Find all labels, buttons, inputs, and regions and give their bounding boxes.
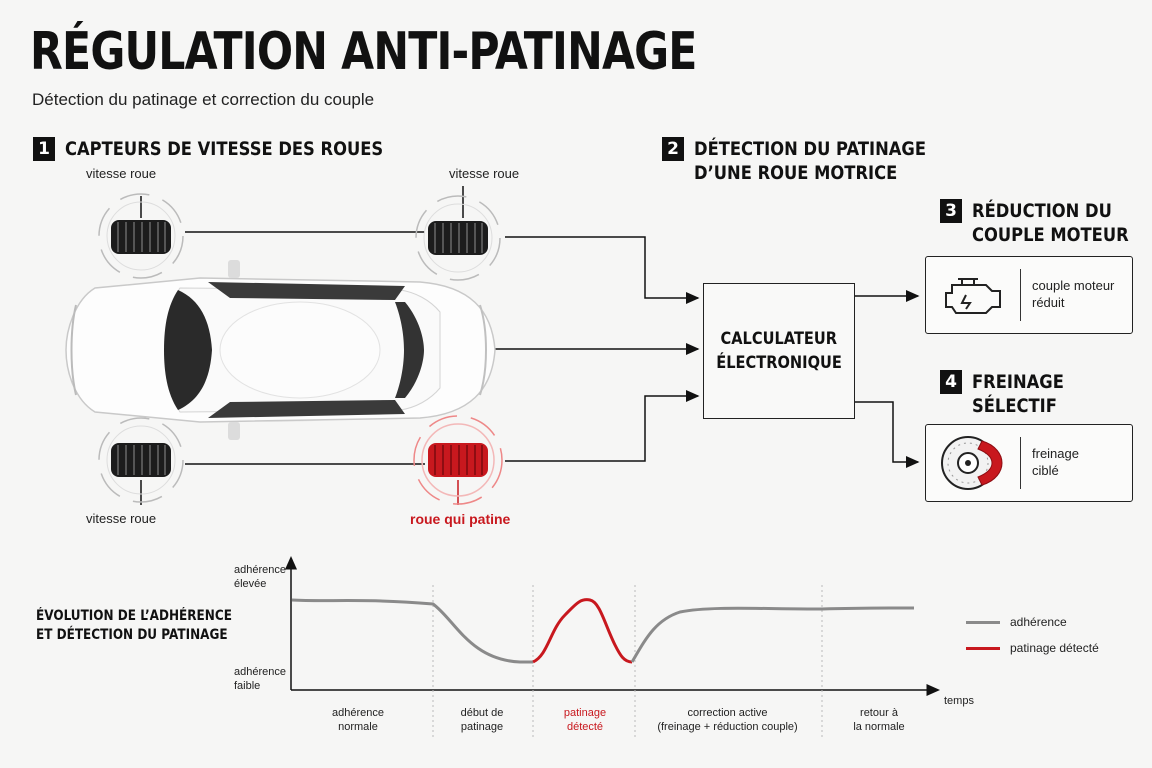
phase-label-return-normal: retour à la normale bbox=[834, 706, 924, 734]
selective-braking-card: freinage ciblé bbox=[925, 424, 1133, 502]
legend-label-adherence: adhérence bbox=[1010, 615, 1067, 629]
engine-icon bbox=[945, 278, 1001, 314]
ecu-label-line2: ÉLECTRONIQUE bbox=[716, 353, 842, 373]
legend-swatch-slip-detected bbox=[966, 646, 1000, 650]
step-3-number: 3 bbox=[940, 199, 962, 223]
engine-card-line1: couple moteur bbox=[1032, 278, 1115, 293]
sensor-connector-lines bbox=[140, 186, 920, 505]
engine-torque-card: couple moteur réduit bbox=[925, 256, 1133, 334]
phase-normal-line2: normale bbox=[338, 721, 378, 733]
ecu-label-line1: CALCULATEUR bbox=[720, 329, 838, 349]
y-label-low-line1: adhérence bbox=[234, 666, 286, 678]
brake-card-line1: freinage bbox=[1032, 446, 1079, 461]
legend-swatch-adherence bbox=[966, 620, 1000, 624]
label-slipping-wheel: roue qui patine bbox=[410, 511, 511, 527]
step-4-title-line2: SÉLECTIF bbox=[972, 395, 1057, 417]
phase-slip-start-line1: début de bbox=[460, 707, 504, 719]
slip-detected-curve bbox=[532, 598, 633, 664]
brake-disc-icon bbox=[941, 436, 1003, 490]
phase-label-slip-detected: patinage détecté bbox=[540, 706, 630, 734]
step-2-number: 2 bbox=[662, 137, 684, 161]
chart-title: ÉVOLUTION DE L’ADHÉRENCE ET DÉTECTION DU… bbox=[36, 607, 232, 645]
engine-card-divider bbox=[1020, 269, 1021, 321]
wheel-rear-left bbox=[98, 417, 184, 503]
y-label-low-line2: faible bbox=[234, 680, 261, 692]
step-3-title-line1: RÉDUCTION DU bbox=[972, 200, 1112, 222]
step-4-number: 4 bbox=[940, 370, 962, 394]
phase-return-line1: retour à bbox=[860, 707, 898, 719]
phase-normal-line1: adhérence bbox=[332, 707, 384, 719]
phase-label-active-correction: correction active (freinage + réduction … bbox=[640, 706, 815, 734]
legend-item-adherence: adhérence bbox=[966, 615, 1099, 629]
step-2-title-line2: D’UNE ROUE MOTRICE bbox=[694, 162, 898, 184]
phase-label-slip-start: début de patinage bbox=[437, 706, 527, 734]
page-subtitle: Détection du patinage et correction du c… bbox=[32, 90, 375, 109]
chart-title-line2: ET DÉTECTION DU PATINAGE bbox=[36, 627, 228, 643]
adherence-curve-after bbox=[630, 606, 915, 663]
page-title: RÉGULATION ANTI-PATINAGE bbox=[30, 22, 697, 82]
label-front-right-wheel: vitesse roue bbox=[449, 166, 520, 181]
phase-return-line2: la normale bbox=[853, 721, 905, 733]
engine-card-line2: réduit bbox=[1032, 295, 1065, 310]
ecu-box: CALCULATEUR ÉLECTRONIQUE bbox=[703, 283, 855, 419]
step-2-header: 2 DÉTECTION DU PATINAGE D’UNE ROUE MOTRI… bbox=[662, 137, 964, 185]
connector-rear-right-to-ecu bbox=[505, 390, 700, 462]
adherence-curve-before bbox=[291, 598, 533, 664]
y-label-high-line2: élevée bbox=[234, 578, 267, 590]
y-label-low: adhérence faible bbox=[234, 665, 286, 693]
phase-correction-line1: correction active bbox=[687, 707, 768, 719]
brake-card-divider bbox=[1020, 437, 1021, 489]
car-top-view bbox=[65, 260, 496, 440]
phase-slip-detected-line2: détecté bbox=[566, 721, 604, 733]
chart-title-line1: ÉVOLUTION DE L’ADHÉRENCE bbox=[36, 608, 232, 624]
wheel-front-left bbox=[98, 193, 184, 279]
step-1-title: CAPTEURS DE VITESSE DES ROUES bbox=[65, 138, 384, 160]
step-3-header: 3 RÉDUCTION DU COUPLE MOTEUR bbox=[940, 199, 1152, 247]
phase-label-normal: adhérence normale bbox=[313, 706, 403, 734]
connector-front-right-to-ecu bbox=[505, 236, 700, 304]
phase-dividers bbox=[432, 585, 823, 740]
step-4-header: 4 FREINAGE SÉLECTIF bbox=[940, 370, 1079, 418]
wheel-rear-right-slipping bbox=[413, 415, 503, 505]
step-1-number: 1 bbox=[33, 137, 55, 161]
label-front-left-wheel: vitesse roue bbox=[86, 166, 157, 181]
legend-label-slip-detected: patinage détecté bbox=[1010, 641, 1099, 655]
brake-card-line2: ciblé bbox=[1032, 463, 1059, 478]
y-label-high: adhérence élevée bbox=[234, 563, 286, 591]
step-3-title-line2: COUPLE MOTEUR bbox=[972, 224, 1129, 246]
legend-item-slip-detected: patinage détecté bbox=[966, 641, 1099, 655]
connector-ecu-to-brake bbox=[855, 401, 920, 468]
y-label-high-line1: adhérence bbox=[234, 564, 286, 576]
label-rear-left-wheel: vitesse roue bbox=[86, 511, 157, 526]
step-1-header: 1 CAPTEURS DE VITESSE DES ROUES bbox=[33, 137, 435, 161]
step-2-title-line1: DÉTECTION DU PATINAGE bbox=[694, 138, 927, 160]
phase-correction-line2: (freinage + réduction couple) bbox=[657, 721, 798, 733]
step-4-title-line1: FREINAGE bbox=[972, 371, 1064, 393]
phase-slip-detected-line1: patinage bbox=[563, 707, 607, 719]
x-axis-label: temps bbox=[944, 695, 974, 707]
phase-slip-start-line2: patinage bbox=[460, 721, 504, 733]
wheel-front-right bbox=[415, 195, 501, 281]
chart-legend: adhérence patinage détecté bbox=[966, 615, 1099, 655]
